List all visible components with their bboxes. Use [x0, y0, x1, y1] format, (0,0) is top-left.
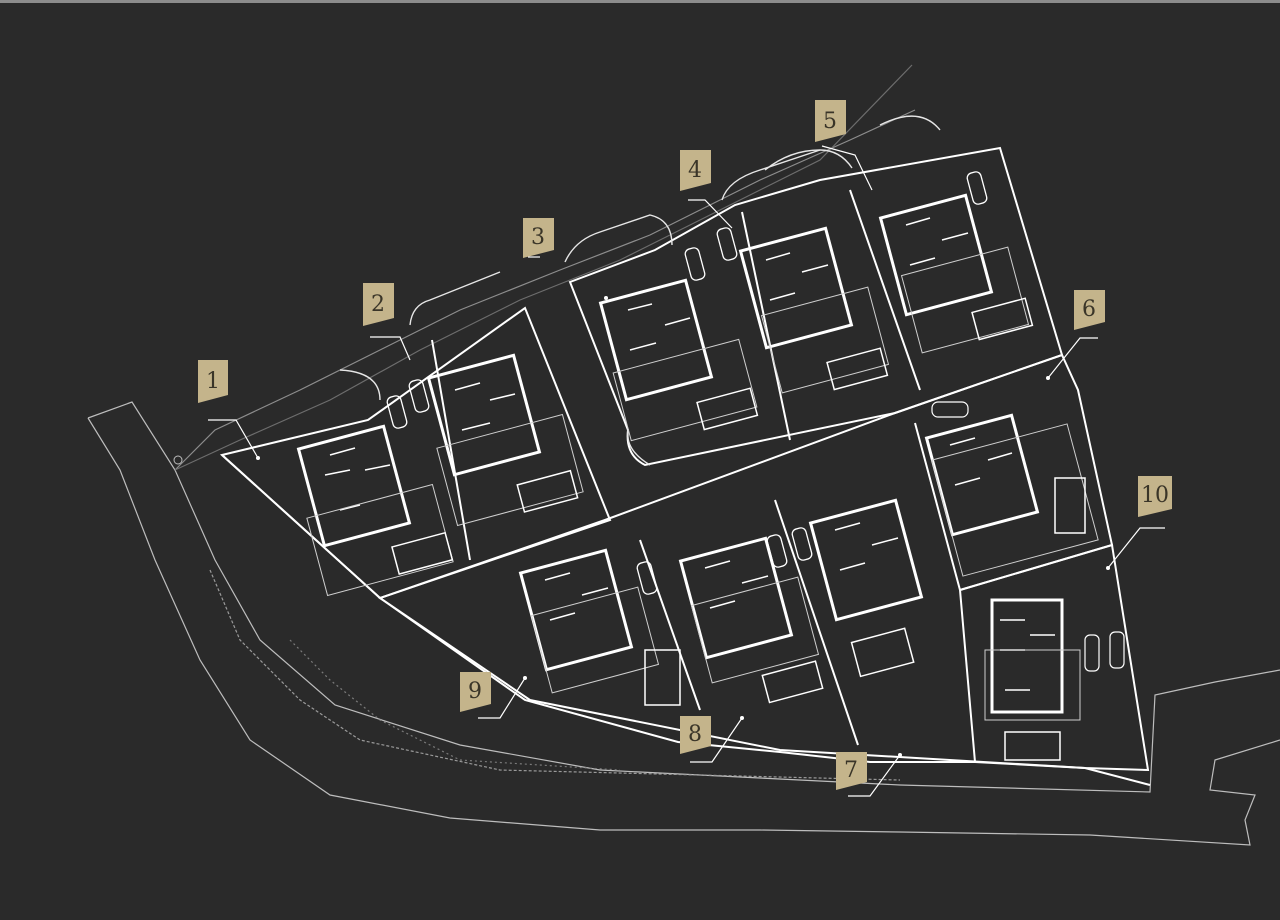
- plot-number-9: 9: [468, 679, 482, 704]
- plot-number-4: 4: [688, 158, 702, 183]
- house-plot-10: [984, 598, 1125, 761]
- road-outline: [87, 64, 1280, 846]
- plot-tag-5[interactable]: 5: [815, 100, 846, 142]
- plot-number-6: 6: [1082, 297, 1096, 322]
- plot-number-5: 5: [823, 109, 837, 134]
- plot-number-3: 3: [531, 225, 545, 250]
- top-border-strip: [0, 0, 1280, 3]
- house-plot-2: [426, 353, 584, 527]
- plot-tag-4[interactable]: 4: [680, 150, 711, 191]
- house-plot-9: [518, 548, 681, 706]
- parked-cars: [386, 171, 988, 595]
- driveways: [339, 115, 941, 466]
- house-plot-7: [808, 498, 924, 678]
- house-plot-8: [678, 536, 824, 704]
- house-plot-1: [296, 424, 454, 597]
- plot-number-1: 1: [206, 369, 220, 394]
- house-plot-4: [738, 226, 890, 394]
- house-plot-5: [878, 193, 1034, 354]
- plot-tag-7[interactable]: 7: [836, 752, 867, 790]
- plot-number-7: 7: [844, 758, 858, 783]
- plot-tag-6[interactable]: 6: [1074, 290, 1105, 330]
- plot-tag-2[interactable]: 2: [363, 283, 394, 326]
- plot-tag-8[interactable]: 8: [680, 716, 711, 754]
- houses: [296, 193, 1125, 761]
- leader-lines: [208, 145, 1165, 797]
- house-plot-6: [924, 401, 1099, 577]
- plot-markers: [173, 296, 1110, 757]
- plot-tags: 1 2 3 4 5 6 7 8: [198, 100, 1172, 790]
- plot-tag-1[interactable]: 1: [198, 360, 228, 403]
- plot-number-8: 8: [688, 722, 702, 747]
- plot-tag-10[interactable]: 10: [1138, 476, 1172, 517]
- plot-number-2: 2: [371, 292, 385, 317]
- plot-number-10: 10: [1141, 483, 1169, 508]
- plot-tag-9[interactable]: 9: [460, 672, 491, 712]
- house-plot-3: [598, 278, 759, 442]
- plot-tag-3[interactable]: 3: [523, 218, 554, 258]
